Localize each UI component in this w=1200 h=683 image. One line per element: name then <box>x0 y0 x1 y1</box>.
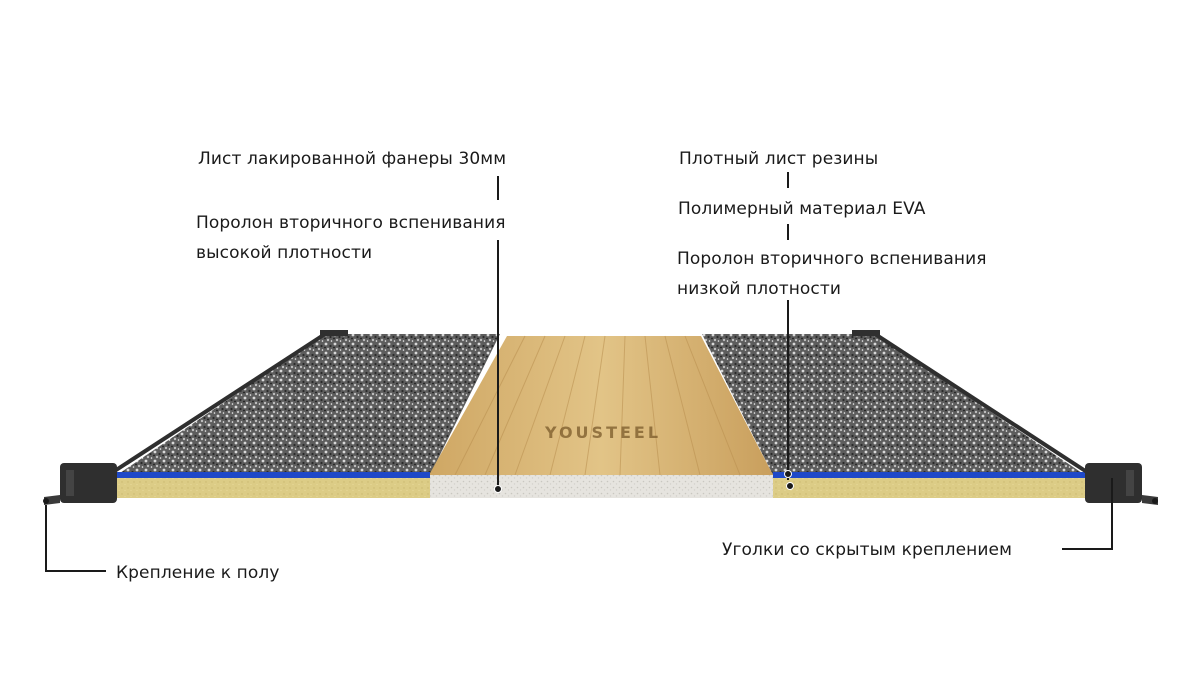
label-floor-mount-text: Крепление к полу <box>116 563 280 583</box>
foam-layer-left <box>117 478 430 498</box>
leader-dot-plywood <box>494 485 502 493</box>
eva-layer-right <box>773 472 1085 478</box>
label-rubber: Плотный лист резины <box>679 144 878 174</box>
leader-dot-foam <box>786 482 794 490</box>
leader-floor <box>45 505 106 572</box>
eva-layer-left <box>117 472 430 478</box>
corner-bracket-left <box>43 463 117 505</box>
plywood-surface <box>429 336 773 475</box>
label-hidden-corners-text: Уголки со скрытым креплением <box>722 540 1013 560</box>
frame-top-tab-right <box>852 330 880 336</box>
leader-lines <box>45 172 1113 572</box>
label-rubber-text: Плотный лист резины <box>679 149 879 169</box>
brand-logo: YOUSTEEL <box>544 423 661 442</box>
rubber-surface-right <box>702 334 1085 475</box>
leader-dot-eva <box>784 470 792 478</box>
frame-edge-left <box>108 332 327 476</box>
label-plywood: Лист лакированной фанеры 30мм <box>198 144 506 174</box>
label-eva: Полимерный материал EVA <box>678 194 926 224</box>
frame-edge-right <box>873 332 1092 476</box>
label-floor-mount: Крепление к полу <box>116 558 280 588</box>
corner-bracket-right <box>1085 463 1158 505</box>
label-foam-low-line2: низкой плотности <box>677 279 842 299</box>
plywood-grain <box>454 335 741 476</box>
label-foam-high-density: Поролон вторичного вспенивания высокой п… <box>196 208 506 268</box>
label-eva-text: Полимерный материал EVA <box>678 199 926 219</box>
label-foam-high-line1: Поролон вторичного вспенивания <box>196 213 506 233</box>
frame-top-tab-left <box>320 330 348 336</box>
label-foam-low-line1: Поролон вторичного вспенивания <box>677 249 987 269</box>
rubber-surface-left <box>117 334 500 475</box>
leader-corners <box>1062 478 1113 550</box>
label-foam-low-density: Поролон вторичного вспенивания низкой пл… <box>677 244 987 304</box>
label-plywood-text: Лист лакированной фанеры 30мм <box>198 149 507 169</box>
foam-layer-center <box>430 475 773 498</box>
foam-layer-right <box>773 478 1085 498</box>
label-hidden-corners: Уголки со скрытым креплением <box>722 535 1012 565</box>
label-foam-high-line2: высокой плотности <box>196 243 373 263</box>
